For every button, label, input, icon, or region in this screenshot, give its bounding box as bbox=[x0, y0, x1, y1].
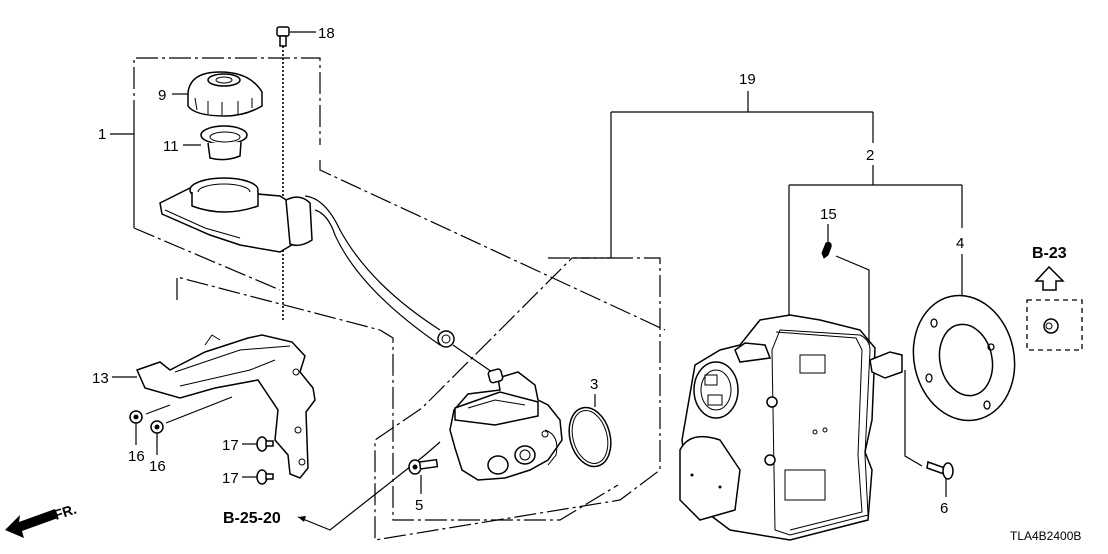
reference-b-25-20-leader bbox=[297, 441, 441, 531]
group-19-dashed-frame bbox=[374, 257, 661, 541]
cap-body bbox=[187, 71, 263, 117]
callout-6[interactable]: 6 bbox=[940, 500, 948, 517]
reservoir-port bbox=[285, 196, 313, 247]
callout-9[interactable]: 9 bbox=[158, 87, 166, 104]
front-arrow-icon bbox=[5, 509, 58, 538]
part-reservoir-tank[interactable] bbox=[159, 177, 313, 253]
callout-19[interactable]: 19 bbox=[739, 71, 756, 88]
clip-body bbox=[821, 242, 832, 259]
cap-top bbox=[207, 73, 241, 87]
callout-17a[interactable]: 17 bbox=[222, 437, 239, 454]
part-11-strainer[interactable]: 11 bbox=[163, 125, 248, 161]
part-5-bolt[interactable]: 5 bbox=[408, 458, 439, 514]
bracket-dash-frame bbox=[176, 276, 619, 521]
part-16-nut-b[interactable]: 16 bbox=[149, 396, 233, 475]
diagram-code: TLA4B2400B bbox=[1010, 529, 1081, 543]
hose-upper-edge bbox=[304, 195, 441, 331]
actuator-cover bbox=[771, 329, 871, 536]
reference-b-25-20-label[interactable]: B-25-20 bbox=[223, 510, 281, 527]
strainer-body bbox=[207, 141, 242, 161]
arrowhead bbox=[298, 516, 306, 522]
gasket-outer bbox=[912, 294, 1016, 422]
actuator-connector bbox=[734, 342, 772, 363]
callout-1[interactable]: 1 bbox=[98, 126, 106, 143]
part-17-bolt-a[interactable]: 17 bbox=[222, 436, 274, 454]
reference-b-25-20[interactable]: B-25-20 bbox=[223, 441, 441, 531]
callout-5[interactable]: 5 bbox=[415, 497, 423, 514]
part-4-gasket[interactable]: 4 bbox=[902, 235, 1026, 430]
part-9-reservoir-cap[interactable]: 9 bbox=[158, 71, 263, 117]
part-16-nut-a[interactable]: 16 bbox=[128, 404, 171, 465]
reference-b-23-box bbox=[1026, 299, 1083, 351]
valve-reservoir-top bbox=[454, 391, 539, 426]
reference-b-23-label[interactable]: B-23 bbox=[1032, 245, 1067, 262]
callout-16a[interactable]: 16 bbox=[128, 448, 145, 465]
o-ring-outer bbox=[568, 406, 612, 468]
part-18-bolt[interactable]: 18 bbox=[276, 25, 335, 320]
callout-group-1: 1 bbox=[98, 57, 666, 331]
actuator-motor bbox=[679, 435, 741, 521]
callout-18[interactable]: 18 bbox=[318, 25, 335, 42]
part-booster-valve-body[interactable] bbox=[449, 368, 563, 481]
hose-connection-line bbox=[452, 344, 493, 373]
callout-11[interactable]: 11 bbox=[163, 138, 179, 155]
callout-15[interactable]: 15 bbox=[820, 206, 837, 223]
front-direction-indicator: FR. bbox=[5, 501, 78, 538]
part-13-bracket[interactable]: 13 bbox=[92, 334, 316, 479]
callout-17b[interactable]: 17 bbox=[222, 470, 239, 487]
part-6-pin[interactable]: 6 bbox=[904, 370, 954, 517]
callout-4[interactable]: 4 bbox=[956, 235, 964, 252]
part-reservoir-hose[interactable] bbox=[304, 195, 493, 373]
callout-group-13-frame bbox=[176, 276, 619, 521]
callout-2[interactable]: 2 bbox=[866, 147, 874, 164]
callout-3[interactable]: 3 bbox=[590, 376, 598, 393]
bolt-head bbox=[276, 26, 290, 37]
reference-b-23[interactable]: B-23 bbox=[1026, 245, 1083, 351]
nut-icon bbox=[1043, 318, 1059, 334]
callout-group-2: 2 bbox=[788, 147, 963, 320]
part-15-clip[interactable]: 15 bbox=[820, 206, 870, 345]
callout-16b[interactable]: 16 bbox=[149, 458, 166, 475]
pin-head bbox=[942, 462, 954, 480]
part-17-bolt-b[interactable]: 17 bbox=[222, 469, 274, 487]
part-3-o-ring[interactable]: 3 bbox=[563, 376, 617, 471]
bolt-shank bbox=[279, 35, 287, 47]
callout-13[interactable]: 13 bbox=[92, 370, 109, 387]
front-label: FR. bbox=[52, 501, 78, 523]
actuator-side-connector bbox=[869, 351, 903, 379]
hose-lower-edge bbox=[314, 209, 441, 346]
callout-group-19: 19 bbox=[374, 71, 874, 541]
hose-fitting bbox=[437, 330, 455, 348]
valve-inlet bbox=[487, 368, 504, 384]
o-ring-inner bbox=[571, 410, 609, 464]
strainer-rim bbox=[200, 125, 248, 145]
bracket-body bbox=[135, 334, 316, 479]
group-1-frame-right bbox=[319, 160, 666, 331]
part-2-actuator[interactable] bbox=[679, 314, 903, 541]
bolt-shank bbox=[418, 458, 439, 470]
group-1-frame-bottom bbox=[133, 227, 281, 291]
gasket-inner bbox=[938, 323, 994, 397]
up-arrow-icon bbox=[1034, 265, 1065, 291]
